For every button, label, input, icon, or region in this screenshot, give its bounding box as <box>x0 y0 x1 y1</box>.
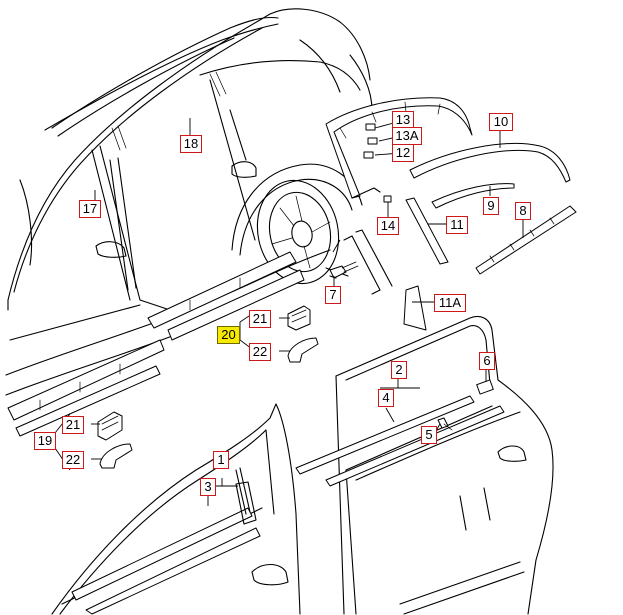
callout-5[interactable]: 5 <box>421 426 437 444</box>
callout-21-upper[interactable]: 21 <box>249 310 271 328</box>
callout-11[interactable]: 11 <box>446 216 468 234</box>
callout-2[interactable]: 2 <box>391 361 407 379</box>
callout-20-highlighted[interactable]: 20 <box>217 326 240 344</box>
callout-19[interactable]: 19 <box>34 432 56 450</box>
callout-13[interactable]: 13 <box>392 111 414 129</box>
callout-10[interactable]: 10 <box>489 113 513 131</box>
callout-3[interactable]: 3 <box>200 478 216 496</box>
callout-22-lower[interactable]: 22 <box>62 451 84 469</box>
callout-21-lower[interactable]: 21 <box>62 416 84 434</box>
callout-8[interactable]: 8 <box>515 202 531 220</box>
clips-hardware <box>97 261 453 469</box>
callout-22-upper[interactable]: 22 <box>249 343 271 361</box>
callout-4[interactable]: 4 <box>378 389 394 407</box>
callout-7[interactable]: 7 <box>325 286 341 304</box>
callout-11a[interactable]: 11A <box>434 294 466 312</box>
pillar-trims <box>325 197 449 331</box>
rear-door <box>295 315 554 615</box>
upper-trim-strips <box>409 143 577 275</box>
callout-6[interactable]: 6 <box>479 352 495 370</box>
callout-12[interactable]: 12 <box>392 144 414 162</box>
callout-9[interactable]: 9 <box>483 197 499 215</box>
rear-window-trim <box>325 97 473 203</box>
callout-14[interactable]: 14 <box>377 217 399 235</box>
callout-13a[interactable]: 13A <box>392 127 422 145</box>
callout-1[interactable]: 1 <box>213 451 229 469</box>
callout-18[interactable]: 18 <box>180 135 202 153</box>
front-door <box>51 403 301 615</box>
sill-moulding-strips <box>7 251 305 437</box>
callout-17[interactable]: 17 <box>79 200 101 218</box>
